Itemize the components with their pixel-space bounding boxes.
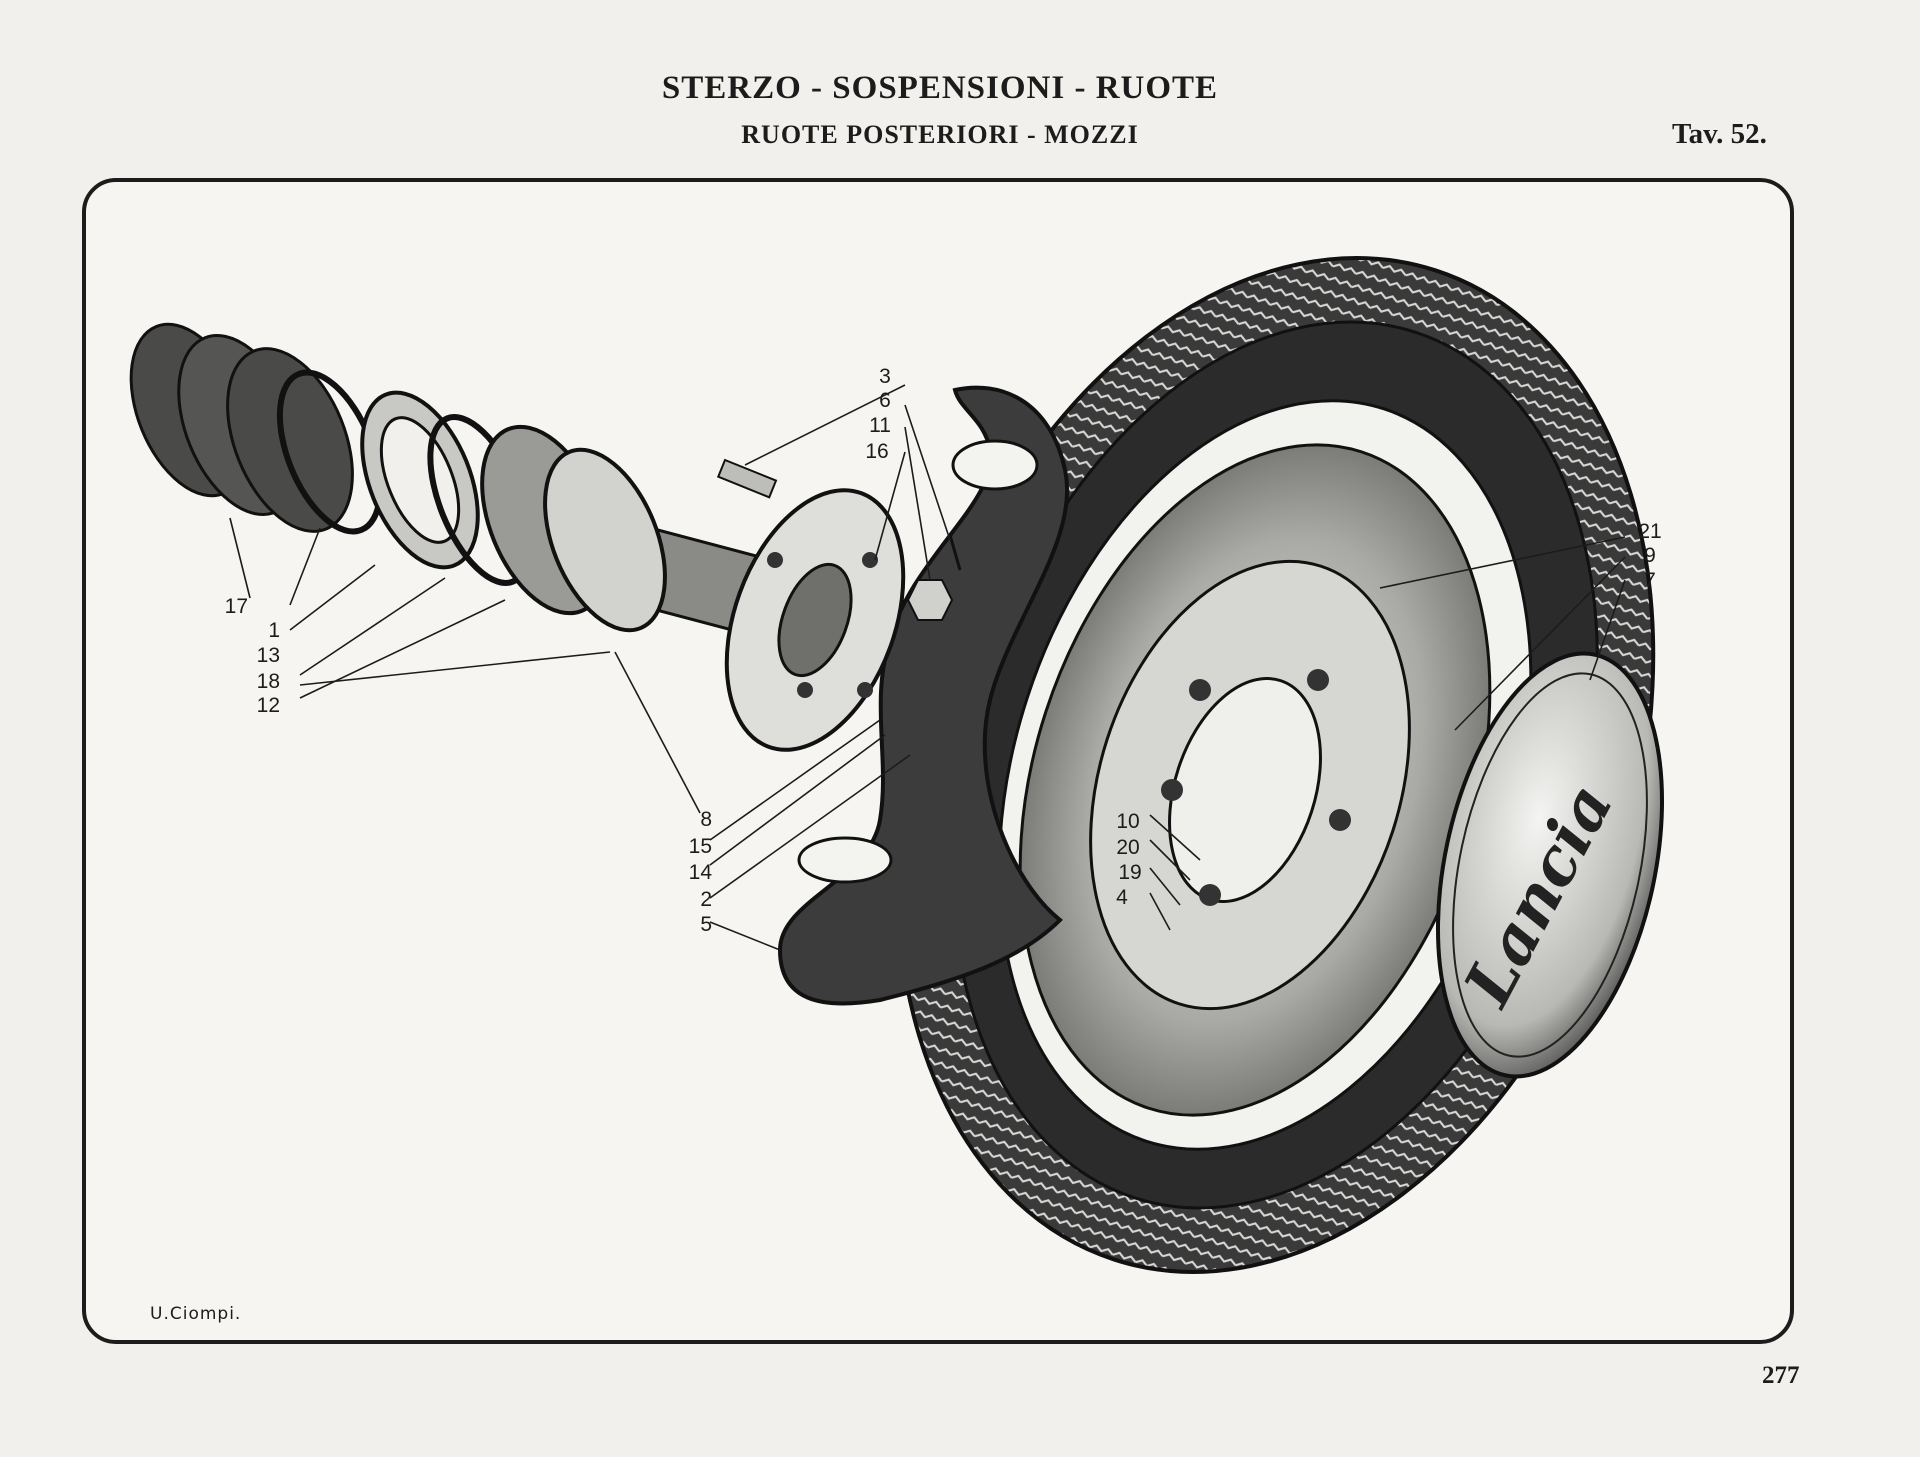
page-number: 277 <box>1762 1362 1800 1389</box>
hubcap <box>1435 651 1665 1079</box>
callout-label: 13 <box>257 644 280 667</box>
wheel-bolt-hole <box>1199 884 1221 906</box>
castle-nut <box>906 579 954 621</box>
bellows-and-bearings <box>129 322 667 633</box>
callout-label: 15 <box>689 835 712 858</box>
plate-number: Tav. 52. <box>1672 118 1767 150</box>
callout-label: 8 <box>700 808 712 831</box>
callouts-bottom-left: 8 15 14 2 5 <box>689 808 713 936</box>
callout-label: 5 <box>700 913 712 936</box>
fender-illustration <box>777 385 1069 1006</box>
fender-body <box>777 385 1069 1006</box>
wheel-bolt-hole <box>1307 669 1329 691</box>
wheel-bolt-hole <box>1161 779 1183 801</box>
fender-eye-top <box>951 439 1039 491</box>
callout-label: 10 <box>1116 810 1139 833</box>
callout-label: 7 <box>1644 569 1656 592</box>
callout-label: 1 <box>268 619 280 642</box>
artist-signature: U.Ciompi. <box>150 1304 242 1324</box>
callout-label: 18 <box>257 670 280 693</box>
wheel-bolt-hole <box>1189 679 1211 701</box>
split-pin <box>948 534 962 571</box>
callout-label: 3 <box>879 365 891 388</box>
leader-lines <box>229 384 1626 951</box>
callout-label: 17 <box>225 595 248 618</box>
hubcap-illustration: Lancia <box>1435 651 1665 1079</box>
hub-flange-bore <box>777 562 853 678</box>
flange-stud <box>797 682 813 698</box>
wheel-bolt-hole <box>1329 809 1351 831</box>
callout-label: 2 <box>700 888 712 911</box>
callout-label: 9 <box>1644 544 1656 567</box>
callout-label: 11 <box>869 414 891 437</box>
callout-label: 6 <box>879 389 891 412</box>
page-subtitle: RUOTE POSTERIORI - MOZZI <box>741 120 1139 149</box>
page-title: STERZO - SOSPENSIONI - RUOTE <box>661 70 1219 106</box>
flange-stud <box>862 552 878 568</box>
callouts-top: 3 6 11 16 <box>865 365 891 463</box>
callout-label: 12 <box>257 694 280 717</box>
flange-stud <box>857 682 873 698</box>
callouts-center: 10 20 19 4 <box>1116 810 1142 909</box>
bearing-race <box>543 447 667 633</box>
dust-bellows <box>226 347 354 533</box>
callout-label: 4 <box>1116 886 1128 909</box>
fender-eye-bottom <box>797 836 893 884</box>
callout-label: 20 <box>1116 836 1139 859</box>
callouts-right: 21 9 7 <box>1638 520 1661 592</box>
callout-label: 16 <box>865 440 888 463</box>
callouts-left: 17 1 13 18 12 <box>225 595 280 717</box>
flange-stud <box>767 552 783 568</box>
wheel-stud-bolt <box>716 458 778 499</box>
callout-label: 21 <box>1638 520 1661 543</box>
callout-label: 19 <box>1118 861 1141 884</box>
hubcap-rim <box>1452 672 1648 1058</box>
callout-label: 14 <box>689 861 713 884</box>
